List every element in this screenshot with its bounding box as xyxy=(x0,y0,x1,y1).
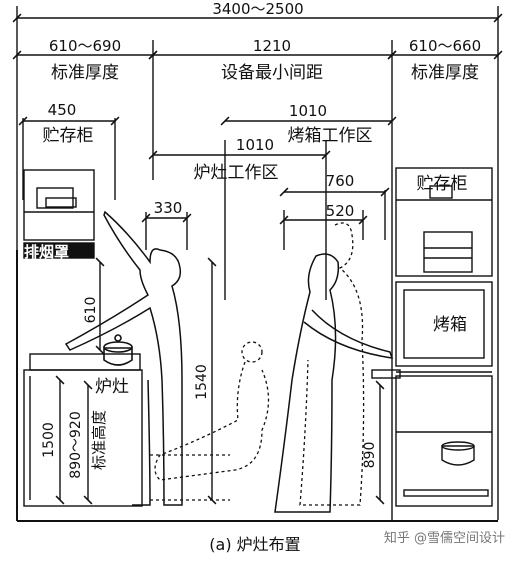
left-cabinets xyxy=(23,169,143,507)
dim-oven-zone: 1010 xyxy=(289,102,327,120)
crouching-figure-icon xyxy=(150,341,270,501)
dim-hood-height: 610 xyxy=(83,297,99,324)
label-standard-depth-left: 标准厚度 xyxy=(51,63,119,83)
label-storage-cabinet-left: 贮存柜 xyxy=(43,126,94,146)
dim-overall: 3400～2500 xyxy=(212,0,303,18)
dim-middle-clearance: 1210 xyxy=(253,37,291,55)
label-oven: 烤箱 xyxy=(433,315,467,335)
dim-shoulder-width: 330 xyxy=(154,199,183,217)
dim-right-depth: 610～660 xyxy=(409,37,481,55)
pot-icon xyxy=(103,334,133,366)
dim-counter-height-range: 890～920 xyxy=(68,411,84,478)
dim-eye-height: 1540 xyxy=(194,364,210,400)
label-storage-cabinet-right: 贮存柜 xyxy=(417,174,468,194)
label-oven-work-zone: 烤箱工作区 xyxy=(288,126,373,146)
label-range-hood: 排烟罩 xyxy=(24,243,69,261)
oven-worker-icon xyxy=(274,253,394,513)
right-cabinets xyxy=(371,167,493,507)
label-stove-work-zone: 炉灶工作区 xyxy=(194,163,279,183)
label-standard-depth-right: 标准厚度 xyxy=(411,63,479,83)
dim-oven-body-760: 760 xyxy=(326,172,355,190)
label-stove: 炉灶 xyxy=(95,377,129,397)
dim-storage-left-width: 450 xyxy=(48,101,77,119)
dim-stove-zone: 1010 xyxy=(236,136,274,154)
caption: (a) 炉灶布置 xyxy=(209,535,300,554)
dim-left-depth: 610～690 xyxy=(49,37,121,55)
dim-oven-body-520: 520 xyxy=(326,202,355,220)
dim-counter-height-left: 1500 xyxy=(41,422,57,458)
label-standard-height: 标准高度 xyxy=(90,410,108,470)
standing-figure-icon xyxy=(64,210,183,506)
dim-oven-height: 890 xyxy=(362,442,378,469)
watermark: 知乎 @雪儒空间设计 xyxy=(384,530,505,546)
label-equipment-min-spacing: 设备最小间距 xyxy=(221,63,323,83)
